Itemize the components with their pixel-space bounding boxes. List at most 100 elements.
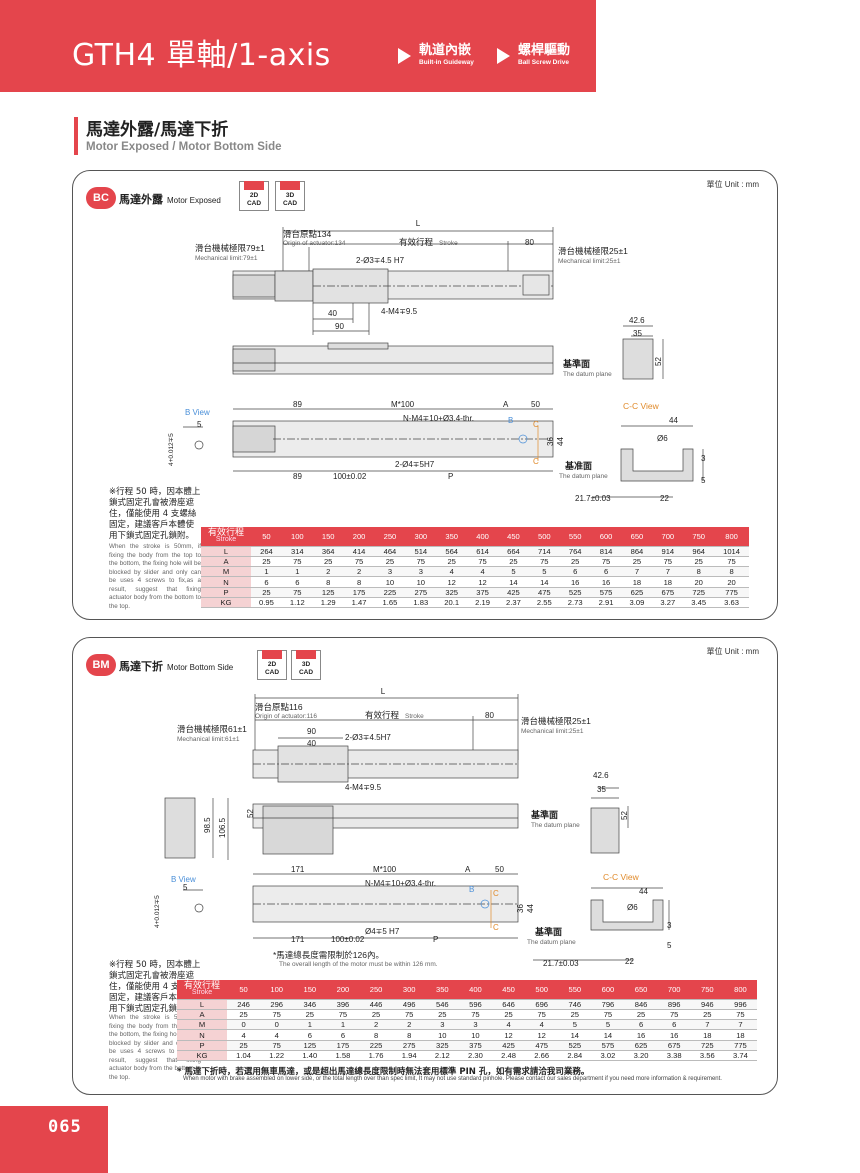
table-cell: 75 xyxy=(714,556,749,568)
model-badge: BM xyxy=(86,654,116,676)
table-cell: 246 xyxy=(227,999,261,1010)
table-cell: 10 xyxy=(374,576,406,588)
dim-21-7: 21.7±0.03 xyxy=(575,494,611,503)
cad-2d-button[interactable]: 2D CAD xyxy=(239,181,269,211)
table-cell: 675 xyxy=(657,1040,691,1051)
table-cell: 3.27 xyxy=(652,597,684,609)
table-cell: 3 xyxy=(458,1019,492,1031)
table-cell: 1 xyxy=(251,566,282,578)
table-cell: 75 xyxy=(657,1009,691,1021)
table-cell: 564 xyxy=(436,546,468,557)
m4-spec: 4-M4∓9.5 xyxy=(345,783,382,792)
dim-106-5: 106.5 xyxy=(218,817,227,838)
table-cell: 16 xyxy=(590,576,622,588)
stroke-column-header: 300 xyxy=(405,527,437,547)
table-cell: 746 xyxy=(558,999,592,1010)
table-cell: 0.95 xyxy=(251,597,282,609)
tol-label: 4+0.012∓5 xyxy=(168,433,175,466)
table-cell: 16 xyxy=(657,1029,691,1041)
nm4-spec: N-M4∓10+Ø3.4-thr. xyxy=(365,879,436,888)
table-cell: 225 xyxy=(359,1040,393,1051)
label-B: B xyxy=(508,416,513,425)
table-cell: 1.76 xyxy=(359,1050,393,1062)
dim-40: 40 xyxy=(307,739,316,748)
cad-2d-label: 2D CAD xyxy=(264,661,280,676)
table-cell: 75 xyxy=(723,1009,757,1021)
panel-title-en: Motor Exposed xyxy=(167,196,221,205)
mech-right-zh: 滑台機械極限25±1 xyxy=(558,246,628,256)
table-cell: 0 xyxy=(227,1019,261,1031)
cad-3d-button[interactable]: 3D CAD xyxy=(275,181,305,211)
table-cell: 7 xyxy=(652,566,684,578)
table-cell: 6 xyxy=(559,566,591,578)
table-cell: 1.29 xyxy=(312,597,344,609)
header-banner xyxy=(0,0,596,92)
row-header: M xyxy=(201,566,251,578)
stroke-zh: 有效行程 xyxy=(399,237,434,247)
stroke-note-zh: ※行程 50 時，因本體上鎖式固定孔會被滑座遮住，僅能使用 4 支螺絲固定，建議… xyxy=(109,960,201,1014)
dim-42-6: 42.6 xyxy=(629,316,645,325)
dim-90: 90 xyxy=(335,322,344,331)
table-cell: 5 xyxy=(591,1019,625,1031)
stroke-column-header: 750 xyxy=(683,527,715,547)
stroke-column-header: 250 xyxy=(374,527,406,547)
table-cell: 1.94 xyxy=(392,1050,426,1062)
stroke-column-header: 400 xyxy=(467,527,498,547)
stroke-column-header: 500 xyxy=(525,980,559,1000)
origin-zh: 滑台原點116 xyxy=(255,702,303,712)
table-cell: 275 xyxy=(392,1040,426,1051)
table-cell: 846 xyxy=(624,999,658,1010)
mech-left-zh: 滑台機械極限61±1 xyxy=(177,724,247,734)
table-cell: 2.12 xyxy=(425,1050,459,1062)
table-cell: 914 xyxy=(652,546,684,557)
table-cell: 1.47 xyxy=(343,597,375,609)
table-cell: 25 xyxy=(374,556,406,568)
table-cell: 8 xyxy=(343,576,375,588)
dim-3: 3 xyxy=(701,454,706,463)
table-cell: 12 xyxy=(525,1029,559,1041)
table-cell: 1014 xyxy=(714,546,749,557)
dim-44b: 44 xyxy=(669,416,678,425)
table-cell: 3.20 xyxy=(624,1050,658,1062)
stroke-column-header: 200 xyxy=(326,980,360,1000)
table-cell: 364 xyxy=(312,546,344,557)
feature-tag-guideway: 軌道內嵌 Built-in Guideway xyxy=(398,44,474,67)
motor-max-en: The overall length of the motor must be … xyxy=(279,961,438,968)
dim-100: 100±0.02 xyxy=(333,472,367,481)
table-cell: 75 xyxy=(326,1009,360,1021)
table-cell: 25 xyxy=(559,556,591,568)
dim-L: L xyxy=(416,219,421,228)
table-cell: 25 xyxy=(498,556,529,568)
table-cell: 25 xyxy=(312,556,344,568)
datum2-zh: 基准面 xyxy=(564,460,592,471)
table-cell: 4 xyxy=(492,1019,526,1031)
label-B: B xyxy=(469,885,474,894)
table-cell: 2 xyxy=(343,566,375,578)
table-cell: 12 xyxy=(492,1029,526,1041)
table-cell: 475 xyxy=(528,587,560,598)
stroke-en: Stroke xyxy=(439,240,458,247)
table-cell: 475 xyxy=(525,1040,559,1051)
table-cell: 575 xyxy=(590,587,622,598)
table-cell: 25 xyxy=(227,1040,261,1051)
label-C-bottom: C xyxy=(493,923,499,932)
cad-2d-button[interactable]: 2D CAD xyxy=(257,650,287,680)
table-cell: 2.73 xyxy=(559,597,591,609)
stroke-column-header: 200 xyxy=(343,527,375,547)
table-cell: 2.19 xyxy=(467,597,498,609)
cad-3d-button[interactable]: 3D CAD xyxy=(291,650,321,680)
table-cell: 14 xyxy=(558,1029,592,1041)
table-cell: 864 xyxy=(621,546,653,557)
dim-42-6: 42.6 xyxy=(593,771,609,780)
table-cell: 225 xyxy=(374,587,406,598)
stroke-column-header: 700 xyxy=(652,527,684,547)
datum2-zh: 基準面 xyxy=(534,926,562,937)
table-cell: 8 xyxy=(392,1029,426,1041)
